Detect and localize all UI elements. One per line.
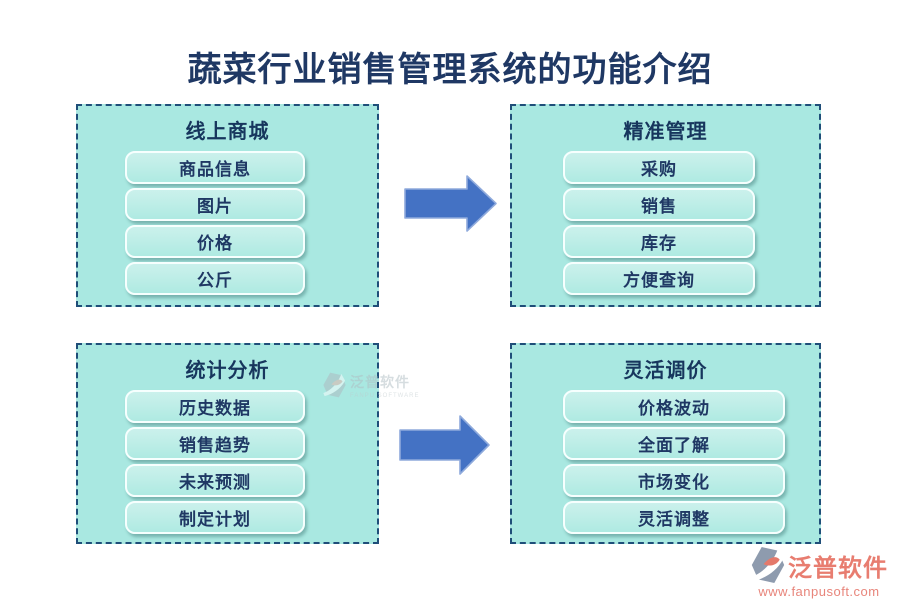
feature-button[interactable]: 图片 bbox=[125, 188, 305, 221]
feature-button[interactable]: 方便查询 bbox=[563, 262, 755, 295]
feature-button[interactable]: 制定计划 bbox=[125, 501, 305, 534]
feature-button[interactable]: 市场变化 bbox=[563, 464, 785, 497]
feature-button[interactable]: 历史数据 bbox=[125, 390, 305, 423]
right-arrow-icon bbox=[404, 175, 497, 232]
feature-button[interactable]: 公斤 bbox=[125, 262, 305, 295]
feature-button[interactable]: 未来预测 bbox=[125, 464, 305, 497]
feature-button[interactable]: 价格 bbox=[125, 225, 305, 258]
button-stack: 商品信息 图片 价格 公斤 bbox=[78, 151, 377, 295]
feature-button[interactable]: 库存 bbox=[563, 225, 755, 258]
panel-title: 线上商城 bbox=[185, 121, 270, 143]
panel-title: 灵活调价 bbox=[623, 360, 708, 382]
panel-title: 统计分析 bbox=[185, 360, 270, 382]
panel-online-mall: 线上商城 商品信息 图片 价格 公斤 bbox=[76, 104, 379, 307]
panel-flexible-pricing: 灵活调价 价格波动 全面了解 市场变化 灵活调整 bbox=[510, 343, 821, 544]
watermark-bottom-right: 泛普软件 www.fanpusoft.com bbox=[750, 546, 888, 599]
right-arrow-icon bbox=[399, 415, 490, 475]
feature-button[interactable]: 灵活调整 bbox=[563, 501, 785, 534]
panel-statistical-analysis: 统计分析 历史数据 销售趋势 未来预测 制定计划 bbox=[76, 343, 379, 544]
button-stack: 历史数据 销售趋势 未来预测 制定计划 bbox=[78, 390, 377, 534]
page-title: 蔬菜行业销售管理系统的功能介绍 bbox=[187, 51, 713, 89]
feature-button[interactable]: 销售 bbox=[563, 188, 755, 221]
panel-precise-management: 精准管理 采购 销售 库存 方便查询 bbox=[510, 104, 821, 307]
button-stack: 采购 销售 库存 方便查询 bbox=[512, 151, 819, 295]
feature-button[interactable]: 采购 bbox=[563, 151, 755, 184]
feature-button[interactable]: 全面了解 bbox=[563, 427, 785, 460]
feature-button[interactable]: 价格波动 bbox=[563, 390, 785, 423]
feature-button[interactable]: 销售趋势 bbox=[125, 427, 305, 460]
button-stack: 价格波动 全面了解 市场变化 灵活调整 bbox=[512, 390, 819, 534]
watermark-brand-text: 泛普软件 bbox=[788, 554, 888, 582]
feature-button[interactable]: 商品信息 bbox=[125, 151, 305, 184]
watermark-url-text: www.fanpusoft.com bbox=[758, 584, 880, 599]
fanpu-logo-icon bbox=[751, 547, 785, 583]
panel-title: 精准管理 bbox=[623, 121, 708, 143]
